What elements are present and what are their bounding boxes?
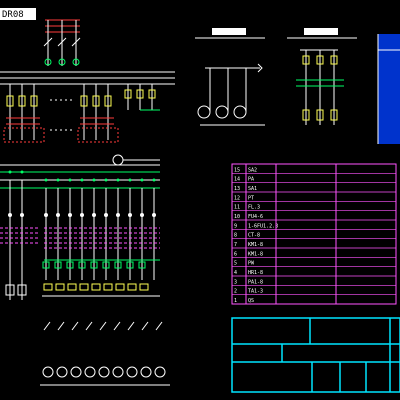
corner-label: DR08 bbox=[2, 10, 24, 20]
feeder-group-right bbox=[77, 84, 119, 143]
table-cell-no: 3 bbox=[234, 279, 237, 285]
table-cell-no: 2 bbox=[234, 289, 237, 295]
table-cell-no: 11 bbox=[234, 205, 240, 211]
feeder-group-left bbox=[3, 84, 45, 143]
table-cell-no: 4 bbox=[234, 270, 237, 276]
table-cell-code: PA1-8 bbox=[248, 279, 263, 285]
terminal-strip bbox=[42, 283, 160, 297]
table-cell-code: SA1 bbox=[248, 186, 257, 192]
table-cell-code: QS bbox=[248, 298, 254, 304]
green-contacts bbox=[42, 259, 160, 269]
table-cell-code: KM1-8 bbox=[248, 251, 263, 257]
table-cell-code: PT bbox=[248, 195, 254, 201]
top-bus bbox=[0, 71, 175, 85]
dashed-links bbox=[50, 99, 75, 131]
feeder-group-meters bbox=[124, 84, 160, 111]
coil-markers bbox=[8, 213, 156, 217]
table-cell-code: KM1-8 bbox=[248, 242, 263, 248]
ct-diagram bbox=[197, 63, 265, 126]
table-cell-no: 13 bbox=[234, 186, 240, 192]
control-branches bbox=[9, 180, 155, 300]
table-cell-no: 1 bbox=[234, 298, 237, 304]
table-cell-code: FU4-6 bbox=[248, 214, 263, 220]
corner-label-group: DR08 bbox=[0, 8, 36, 20]
lamp-row bbox=[40, 366, 170, 386]
control-bus bbox=[0, 154, 160, 189]
table-cell-no: 6 bbox=[234, 251, 237, 257]
table-cell-code: 1-6FU1.2.3 bbox=[248, 223, 278, 229]
table-cell-no: 15 bbox=[234, 167, 240, 173]
table-cell-no: 12 bbox=[234, 195, 240, 201]
switch-row bbox=[43, 321, 163, 331]
title-block bbox=[231, 317, 400, 393]
table-cell-no: 5 bbox=[234, 261, 237, 267]
component-table-columns bbox=[245, 164, 337, 304]
table-cell-no: 9 bbox=[234, 223, 237, 229]
center-title-2 bbox=[287, 28, 357, 39]
table-cell-no: 14 bbox=[234, 177, 240, 183]
voltmeter-diagram bbox=[296, 49, 344, 125]
incoming-switch-group bbox=[43, 19, 81, 66]
table-cell-code: PW bbox=[248, 261, 255, 267]
table-cell-no: 8 bbox=[234, 233, 237, 239]
table-cell-code: HR1-8 bbox=[248, 270, 263, 276]
terminal-markers bbox=[8, 170, 156, 182]
magenta-wire-bundle bbox=[0, 227, 160, 249]
table-cell-code: TA1-3 bbox=[248, 289, 263, 295]
table-cell-code: PA bbox=[248, 177, 254, 183]
table-cell-code: FL.3 bbox=[248, 205, 260, 211]
table-cell-code: SA2 bbox=[248, 167, 257, 173]
component-table-frame bbox=[231, 163, 397, 305]
table-cell-no: 7 bbox=[234, 242, 237, 248]
left-fuses bbox=[5, 284, 27, 296]
corner-label-box bbox=[0, 8, 36, 20]
center-title-1 bbox=[195, 28, 265, 39]
table-cell-no: 10 bbox=[234, 214, 240, 220]
table-cell-code: CT-8 bbox=[248, 233, 260, 239]
right-legend-strip bbox=[377, 34, 400, 144]
title-block-frame bbox=[231, 317, 400, 393]
